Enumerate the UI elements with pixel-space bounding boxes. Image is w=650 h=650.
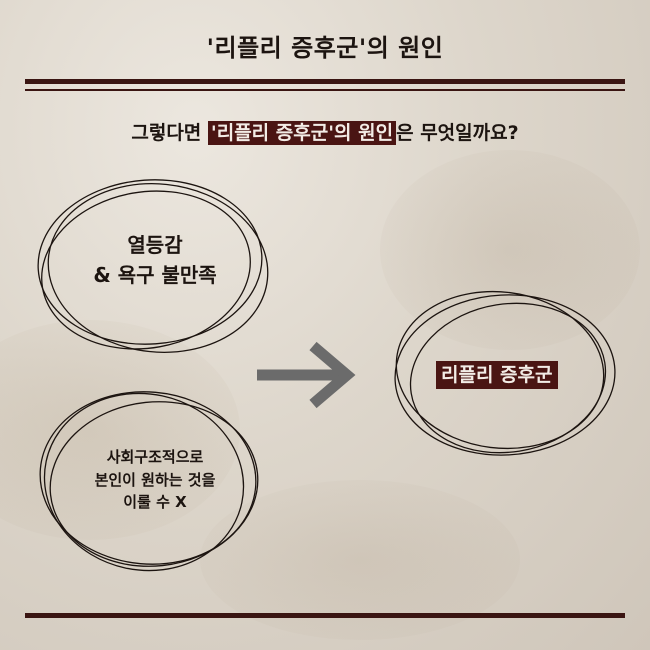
cause-1-line: 열등감 [127, 233, 183, 257]
top-divider-thin [25, 89, 625, 91]
page-title: '리플리 증후군'의 원인 [206, 34, 444, 62]
right-arrow-icon [257, 341, 356, 409]
result-circle [409, 302, 607, 454]
result-circle [395, 290, 605, 450]
cause-2-line: 사회구조적으로 [106, 448, 204, 466]
top-divider-thick [25, 79, 625, 84]
cause-1-circle [41, 190, 251, 350]
result-label: 리플리 증후군 [436, 361, 558, 389]
cause-1-circle [37, 179, 263, 345]
question-prefix: 그렇다면 [131, 122, 208, 144]
bottom-divider-thick [25, 613, 625, 618]
question-suffix: 은 무엇일까요? [396, 122, 519, 144]
cause-2-line: 이룰 수 X [123, 493, 187, 511]
cause-2-text: 사회구조적으로 본인이 원하는 것을 이룰 수 X [60, 446, 250, 514]
cause-1-circle [47, 183, 269, 353]
cause-2-line: 본인이 원하는 것을 [94, 470, 216, 489]
cause-2-circle [39, 391, 257, 565]
cause-1-line: & 욕구 불만족 [93, 263, 217, 287]
cause-2-circle [49, 401, 259, 567]
question-highlight: '리플리 증후군'의 원인 [207, 121, 397, 145]
cause-1-text: 열등감 & 욕구 불만족 [60, 230, 250, 290]
result-circle [394, 294, 616, 456]
cause-2-circle [43, 392, 245, 572]
